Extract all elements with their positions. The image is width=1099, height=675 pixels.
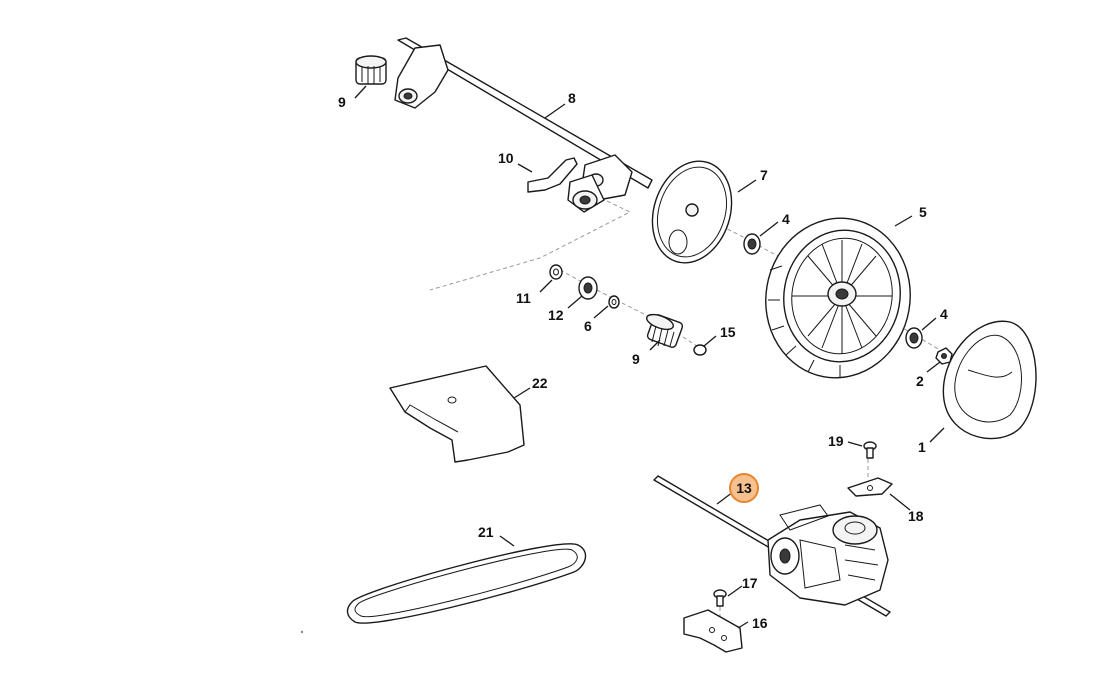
part-9-pinion-gear-top[interactable]	[355, 55, 387, 85]
callout-12[interactable]: 12	[548, 307, 564, 323]
callout-11[interactable]: 11	[516, 290, 531, 306]
part-12-bearing[interactable]	[578, 276, 598, 300]
callout-13[interactable]: 13	[736, 480, 752, 496]
gearbox-assembly[interactable]	[767, 504, 889, 606]
callout-labels: 9 8 10 7 4 5 11 12 6 9 15 4 2 1 19 18 17…	[338, 90, 948, 631]
callout-9-top[interactable]: 9	[338, 94, 346, 110]
part-17-screw[interactable]	[713, 589, 727, 607]
callout-16[interactable]: 16	[752, 615, 768, 631]
part-4-bearing-upper[interactable]	[743, 233, 761, 255]
callout-22[interactable]: 22	[532, 375, 548, 391]
callout-17[interactable]: 17	[742, 575, 758, 591]
callout-7[interactable]: 7	[760, 167, 768, 183]
stray-dot	[300, 630, 304, 634]
part-18-bracket[interactable]	[847, 477, 893, 497]
part-8-rear-axle[interactable]	[394, 37, 653, 201]
callout-8[interactable]: 8	[568, 90, 576, 106]
part-7-wheel-cover-disc[interactable]	[640, 151, 744, 273]
part-4-bearing-lower[interactable]	[905, 327, 923, 349]
part-9-pinion-gear-lower[interactable]	[645, 312, 684, 349]
part-16-mounting-bracket[interactable]	[683, 609, 743, 653]
callout-19[interactable]: 19	[828, 433, 844, 449]
callout-10[interactable]: 10	[498, 150, 514, 166]
part-2-nut[interactable]	[935, 347, 953, 365]
part-10-latch-clip[interactable]	[527, 157, 578, 193]
callout-2[interactable]: 2	[916, 373, 924, 389]
part-15-circlip[interactable]	[693, 344, 707, 356]
part-11-washer[interactable]	[549, 264, 563, 280]
part-6-washer[interactable]	[608, 295, 620, 309]
part-21-drive-belt[interactable]	[346, 543, 587, 624]
part-5-wheel[interactable]	[753, 207, 923, 390]
callout-1[interactable]: 1	[918, 439, 926, 455]
part-1-hub-cap[interactable]	[942, 320, 1037, 440]
leader-lines	[354, 85, 945, 629]
part-19-screw[interactable]	[863, 441, 877, 459]
callout-6[interactable]: 6	[584, 318, 592, 334]
callout-4-lower[interactable]: 4	[940, 306, 948, 322]
part-22-shield-plate[interactable]	[389, 365, 525, 463]
callout-9-lower[interactable]: 9	[632, 351, 640, 367]
callout-4-upper[interactable]: 4	[782, 211, 790, 227]
callout-5[interactable]: 5	[919, 204, 927, 220]
callout-21[interactable]: 21	[478, 524, 494, 540]
callout-18[interactable]: 18	[908, 508, 924, 524]
callout-13-highlight-ring[interactable]	[729, 473, 759, 503]
axle-bushing[interactable]	[567, 174, 605, 213]
callout-15[interactable]: 15	[720, 324, 736, 340]
